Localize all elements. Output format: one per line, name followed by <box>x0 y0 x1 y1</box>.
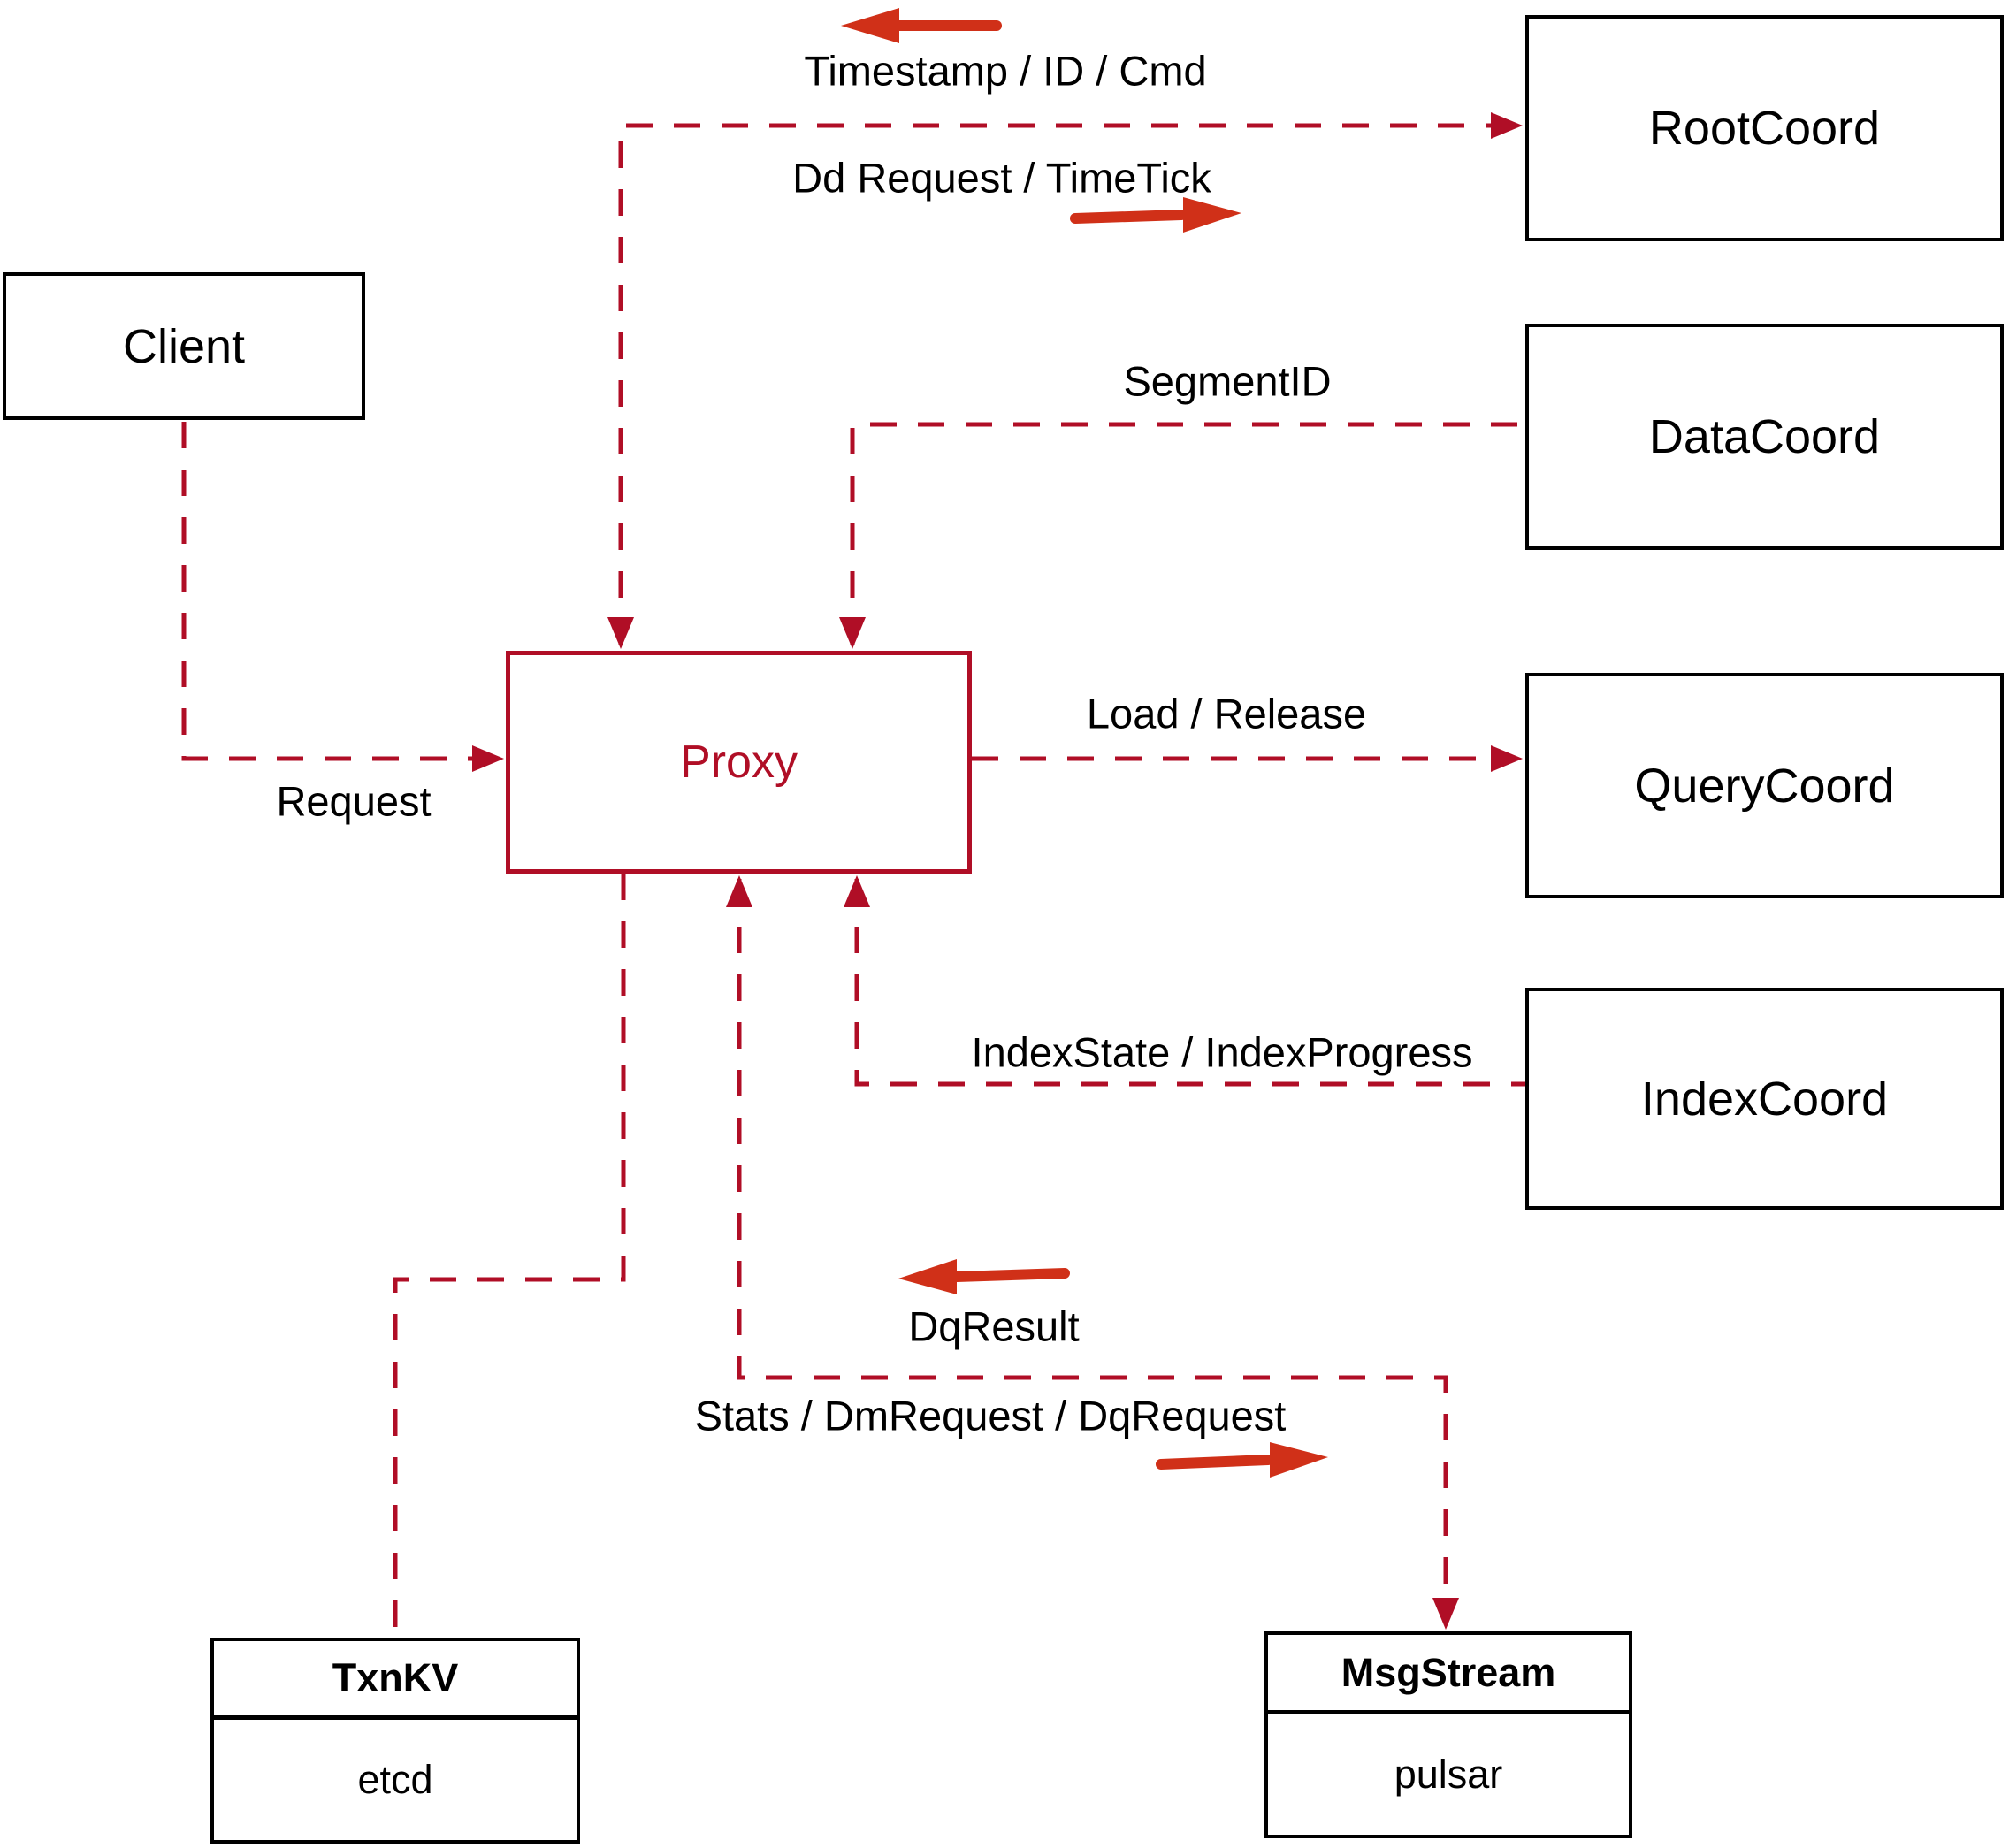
node-label: IndexCoord <box>1640 1072 1889 1126</box>
direction-arrow-dqresult-left <box>898 1259 1070 1294</box>
arrowhead-into-querycoord <box>1491 745 1523 772</box>
direction-arrow-timestamp-left <box>841 8 1002 43</box>
arrowhead-into-msgstream <box>1432 1598 1459 1630</box>
arrowhead-into-proxy-bottom-mid <box>726 875 752 907</box>
node-msgstream: MsgStream pulsar <box>1264 1631 1632 1838</box>
edge-label-stats-dmrequest-dqrequest: Stats / DmRequest / DqRequest <box>694 1392 1287 1439</box>
edge-label-timestamp-id-cmd: Timestamp / ID / Cmd <box>804 47 1207 95</box>
edge-label-request: Request <box>276 777 432 825</box>
edge-client-proxy <box>181 422 497 761</box>
direction-arrow-stats-right <box>1156 1442 1328 1478</box>
arrowhead-into-rootcoord <box>1491 112 1523 139</box>
arrowhead-into-proxy-top-right <box>839 617 866 649</box>
node-label: Proxy <box>680 737 798 788</box>
edge-proxy-rootcoord <box>618 123 1516 645</box>
node-proxy: Proxy <box>506 651 972 874</box>
edge-label-dd-request-timetick: Dd Request / TimeTick <box>792 154 1211 202</box>
node-label: QueryCoord <box>1634 759 1895 813</box>
edge-proxy-msgstream <box>737 879 1448 1622</box>
arrowhead-into-proxy-bottom-right <box>844 875 870 907</box>
node-title: MsgStream <box>1268 1635 1629 1714</box>
node-title: TxnKV <box>214 1641 577 1720</box>
edge-proxy-txnkv <box>393 874 626 1636</box>
edge-proxy-indexcoord <box>854 879 1525 1087</box>
node-label: Client <box>122 319 246 373</box>
edge-label-load-release: Load / Release <box>1086 690 1367 737</box>
node-indexcoord: IndexCoord <box>1525 988 2004 1210</box>
edge-label-segment-id: SegmentID <box>1123 357 1332 405</box>
edge-label-indexstate-indexprogress: IndexState / IndexProgress <box>971 1028 1473 1076</box>
node-label: DataCoord <box>1648 410 1881 463</box>
node-datacoord: DataCoord <box>1525 324 2004 550</box>
node-impl: etcd <box>357 1757 433 1802</box>
node-txnkv: TxnKV etcd <box>210 1638 580 1844</box>
edge-proxy-datacoord <box>850 422 1525 645</box>
direction-arrow-ddrequest-right <box>1070 197 1241 233</box>
node-rootcoord: RootCoord <box>1525 15 2004 241</box>
edge-label-dqresult: DqResult <box>908 1302 1080 1350</box>
arrowhead-into-proxy-top-left <box>607 617 634 649</box>
arrowhead-into-proxy-left <box>472 745 504 772</box>
node-querycoord: QueryCoord <box>1525 673 2004 898</box>
node-client: Client <box>3 272 365 420</box>
node-impl: pulsar <box>1394 1752 1503 1797</box>
node-label: RootCoord <box>1648 102 1881 155</box>
